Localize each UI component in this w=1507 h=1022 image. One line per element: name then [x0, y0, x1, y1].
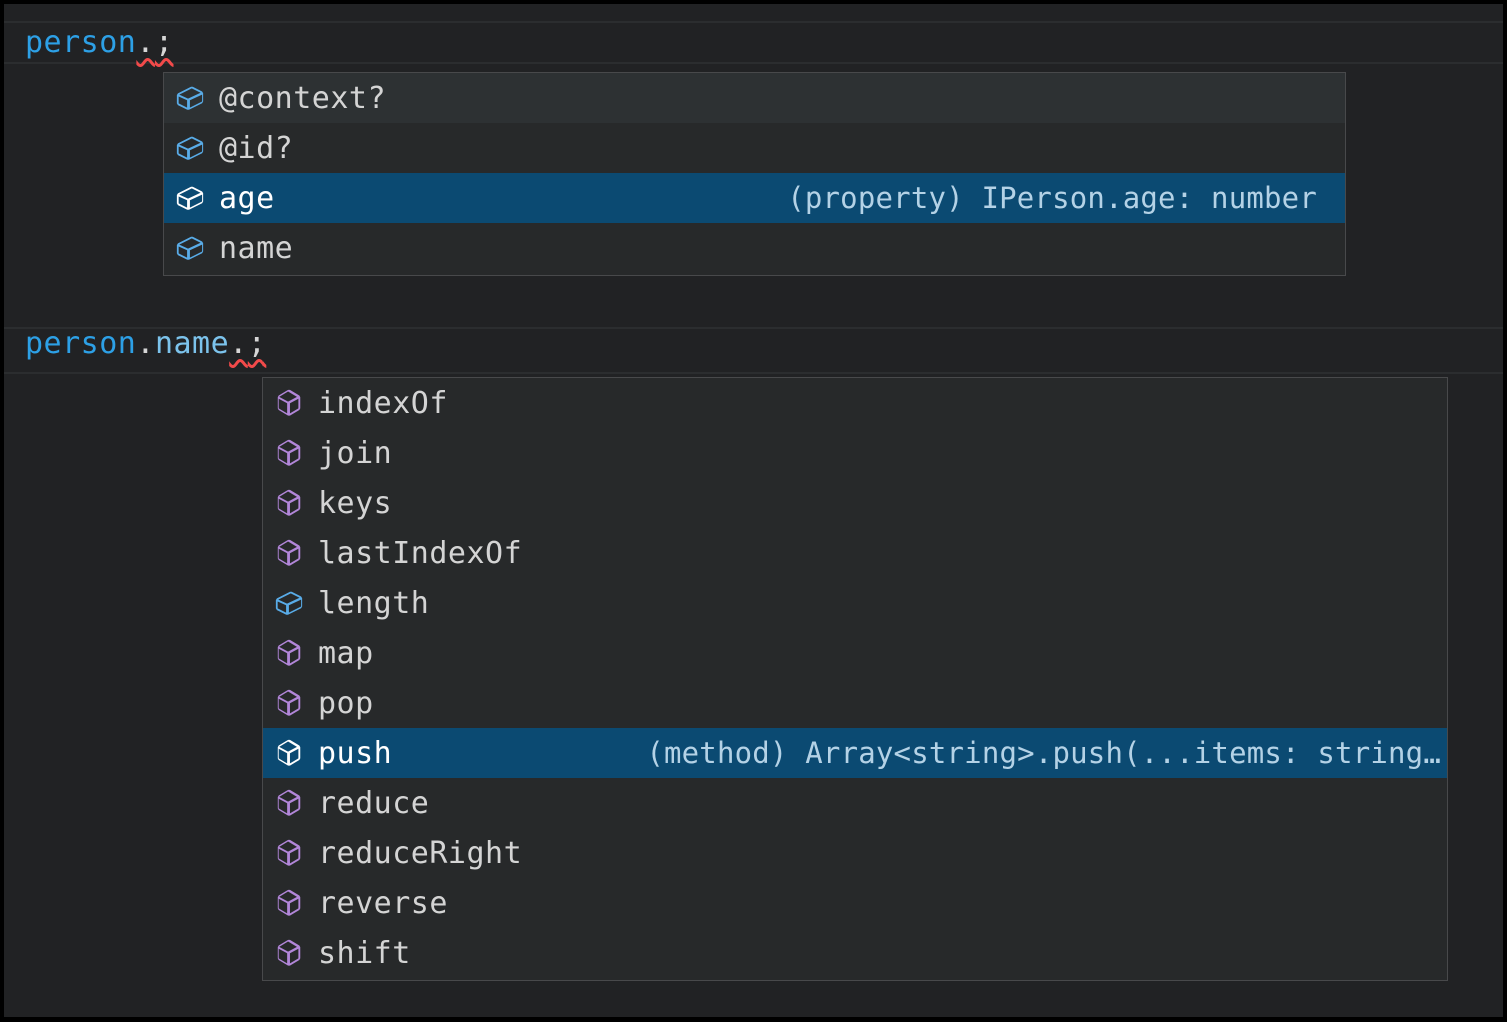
method-icon	[277, 739, 301, 766]
field-icon	[176, 186, 204, 210]
suggest-item-label: name	[219, 230, 294, 266]
suggest-item[interactable]: push (method) Array<string>.push(...item…	[263, 728, 1447, 778]
code-line[interactable]: person.name.;	[25, 325, 266, 363]
suggest-item[interactable]: age (property) IPerson.age: number	[164, 173, 1345, 223]
current-line-border	[4, 372, 1503, 374]
suggest-item-label: map	[318, 635, 374, 671]
method-icon	[277, 839, 301, 866]
code-token: name	[154, 326, 230, 361]
method-icon	[277, 489, 301, 516]
method-icon	[277, 439, 301, 466]
suggest-item-label: age	[219, 180, 275, 216]
code-token: ;	[247, 326, 267, 361]
code-token: .	[229, 326, 248, 361]
suggest-item[interactable]: join	[263, 428, 1447, 478]
suggest-item[interactable]: shift	[263, 928, 1447, 978]
field-icon	[275, 591, 303, 615]
suggest-item-label: shift	[318, 935, 411, 971]
suggest-item-label: pop	[318, 685, 374, 721]
suggest-widget: @context? @id? age (property) IPerson.ag…	[163, 72, 1346, 276]
suggest-item-label: indexOf	[318, 385, 448, 421]
suggest-item-icon-slot	[274, 588, 304, 618]
suggest-item-label: @context?	[219, 80, 387, 116]
suggest-item-label: join	[318, 435, 393, 471]
code-token: ;	[154, 25, 174, 60]
code-token: .	[136, 25, 155, 60]
suggest-item[interactable]: @id?	[164, 123, 1345, 173]
suggest-item-label: push	[318, 735, 393, 771]
editor-surface[interactable]: person.; person.name.; @context? @id? ag…	[4, 4, 1503, 1017]
suggest-item-icon-slot	[274, 688, 304, 718]
suggest-item-icon-slot	[274, 788, 304, 818]
suggest-item-icon-slot	[175, 133, 205, 163]
method-icon	[277, 889, 301, 916]
method-icon	[277, 789, 301, 816]
suggest-item-label: reverse	[318, 885, 448, 921]
suggest-item[interactable]: pop	[263, 678, 1447, 728]
current-line-border	[4, 62, 1503, 64]
suggest-item[interactable]: keys	[263, 478, 1447, 528]
suggest-item-label: keys	[318, 485, 393, 521]
method-icon	[277, 689, 301, 716]
suggest-item-icon-slot	[274, 888, 304, 918]
suggest-widget: indexOf join keys lastIndexOf length map…	[262, 377, 1448, 981]
suggest-item[interactable]: name	[164, 223, 1345, 273]
suggest-item-icon-slot	[274, 388, 304, 418]
suggest-item-icon-slot	[274, 938, 304, 968]
suggest-item-icon-slot	[274, 838, 304, 868]
suggest-item-icon-slot	[175, 183, 205, 213]
field-icon	[176, 86, 204, 110]
code-token: .	[136, 326, 155, 361]
suggest-item[interactable]: length	[263, 578, 1447, 628]
suggest-item[interactable]: reduceRight	[263, 828, 1447, 878]
code-token: person	[25, 326, 137, 361]
method-icon	[277, 539, 301, 566]
suggest-item-icon-slot	[274, 738, 304, 768]
code-line[interactable]: person.;	[25, 24, 174, 62]
suggest-item[interactable]: map	[263, 628, 1447, 678]
suggest-item-label: @id?	[219, 130, 294, 166]
suggest-item-label: lastIndexOf	[318, 535, 523, 571]
suggest-item-label: reduceRight	[318, 835, 523, 871]
current-line-border	[4, 21, 1503, 23]
suggest-item[interactable]: lastIndexOf	[263, 528, 1447, 578]
suggest-item-detail: (method) Array<string>.push(...items: st…	[646, 736, 1441, 770]
suggest-item-icon-slot	[274, 488, 304, 518]
current-line-border	[4, 327, 1503, 329]
suggest-item[interactable]: reverse	[263, 878, 1447, 928]
suggest-item-detail: (property) IPerson.age: number	[787, 181, 1317, 215]
field-icon	[176, 236, 204, 260]
code-token: person	[25, 25, 137, 60]
field-icon	[176, 136, 204, 160]
suggest-item-icon-slot	[274, 538, 304, 568]
suggest-item-label: length	[318, 585, 430, 621]
suggest-item-icon-slot	[175, 233, 205, 263]
method-icon	[277, 939, 301, 966]
suggest-item-icon-slot	[175, 83, 205, 113]
suggest-item[interactable]: indexOf	[263, 378, 1447, 428]
suggest-item[interactable]: reduce	[263, 778, 1447, 828]
method-icon	[277, 389, 301, 416]
suggest-item-icon-slot	[274, 438, 304, 468]
suggest-item-icon-slot	[274, 638, 304, 668]
method-icon	[277, 639, 301, 666]
suggest-item[interactable]: @context?	[164, 73, 1345, 123]
suggest-item-label: reduce	[318, 785, 430, 821]
